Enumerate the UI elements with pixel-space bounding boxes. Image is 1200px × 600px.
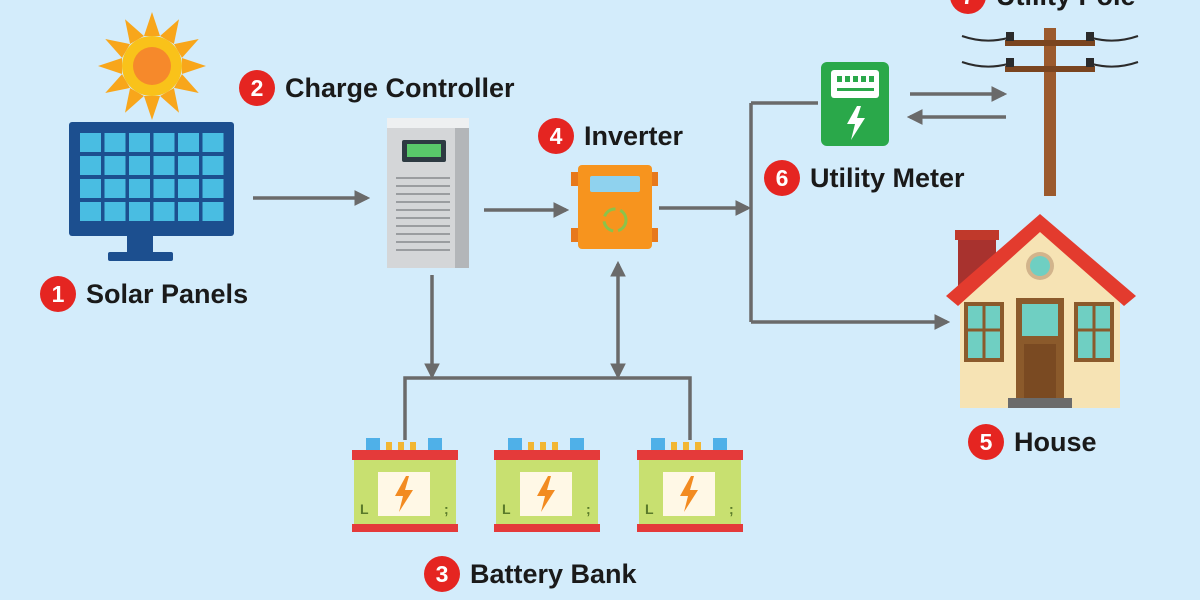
solar-cell	[202, 202, 224, 221]
label-text: Utility Pole	[996, 0, 1136, 12]
solar-cell	[104, 156, 126, 175]
connectors	[253, 86, 1008, 440]
solar-cell	[104, 202, 126, 221]
solar-cell	[202, 133, 224, 152]
solar-cell	[80, 133, 101, 152]
solar-cell	[178, 202, 199, 221]
node-label-utility-meter: 6 Utility Meter	[764, 160, 965, 196]
solar-cell	[80, 179, 101, 198]
label-text: Utility Meter	[810, 162, 965, 193]
label-text: Solar Panels	[86, 278, 249, 309]
label-text: House	[1014, 426, 1097, 457]
battery-icon: L ;	[352, 438, 458, 532]
battery-icon: L ;	[637, 438, 743, 532]
svg-text:;: ;	[586, 501, 591, 517]
solar-cell	[80, 156, 101, 175]
charge-controller-icon	[387, 118, 469, 268]
battery-bank-icons: L ; L ; L	[352, 438, 743, 532]
utility-pole-icon	[961, 28, 1139, 196]
solar-cell	[104, 179, 126, 198]
node-label-charge-controller: 2 Charge Controller	[239, 70, 515, 106]
node-label-house: 5 House	[968, 424, 1097, 460]
battery-icon: L ;	[494, 438, 600, 532]
house-icon	[946, 214, 1136, 408]
solar-cell	[178, 133, 199, 152]
utility-meter-icon	[821, 62, 889, 146]
label-text: Battery Bank	[470, 558, 637, 589]
solar-cell	[129, 156, 150, 175]
battery-bus-line	[403, 376, 692, 440]
svg-text:;: ;	[729, 501, 734, 517]
svg-text:;: ;	[444, 501, 449, 517]
inverter-icon	[571, 165, 658, 249]
solar-cell	[104, 133, 126, 152]
node-label-utility-pole: 7 Utility Pole	[950, 0, 1136, 14]
solar-cell	[202, 156, 224, 175]
solar-cell	[153, 133, 175, 152]
step-number-badge: 7	[950, 0, 986, 14]
sun-icon	[98, 12, 206, 120]
solar-cell	[153, 156, 175, 175]
solar-cell	[129, 202, 150, 221]
svg-text:L: L	[645, 501, 654, 517]
solar-cell	[129, 133, 150, 152]
solar-cell	[153, 179, 175, 198]
svg-text:L: L	[360, 501, 369, 517]
label-text: Inverter	[584, 120, 684, 151]
node-label-inverter: 4 Inverter	[538, 118, 683, 154]
node-label-solar-panels: 1 Solar Panels	[40, 276, 248, 312]
step-number-badge: 4	[538, 118, 574, 154]
label-text: Charge Controller	[285, 72, 515, 103]
solar-cell	[153, 202, 175, 221]
solar-cell	[178, 156, 199, 175]
svg-text:L: L	[502, 501, 511, 517]
step-number-badge: 1	[40, 276, 76, 312]
step-number-badge: 2	[239, 70, 275, 106]
step-number-badge: 5	[968, 424, 1004, 460]
solar-cell	[129, 179, 150, 198]
solar-panel-icon	[69, 122, 234, 261]
solar-cell	[202, 179, 224, 198]
solar-cell	[80, 202, 101, 221]
node-label-battery-bank: 3 Battery Bank	[424, 556, 637, 592]
step-number-badge: 6	[764, 160, 800, 196]
step-number-badge: 3	[424, 556, 460, 592]
solar-cell	[178, 179, 199, 198]
